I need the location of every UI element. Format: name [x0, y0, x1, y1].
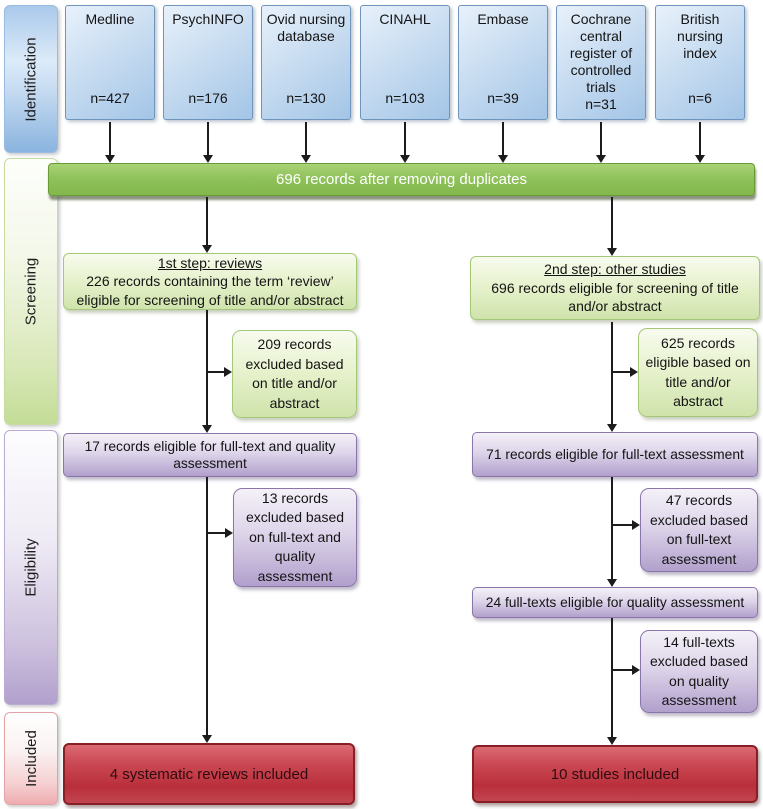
flow-line [502, 122, 504, 155]
source-box-cinahl: CINAHL n=103 [360, 5, 450, 120]
arrowhead-down-icon [607, 737, 617, 745]
source-box-cochrane: Cochrane central register of controlled … [556, 5, 646, 120]
arrowhead-right-icon [632, 665, 640, 675]
flow-line [611, 618, 613, 737]
source-box-ovid: Ovid nursing database n=130 [261, 5, 351, 120]
flow-line [207, 122, 209, 155]
stage-identification: Identification [4, 5, 58, 153]
source-count: n=39 [487, 90, 519, 106]
flow-line [611, 322, 613, 424]
first-step-reviews-box: 1st step: reviews 226 records containing… [63, 253, 357, 310]
source-count: n=31 [585, 96, 617, 112]
excluded-fulltext-box-right: 47 records excluded based on full-text a… [640, 488, 758, 572]
arrowhead-right-icon [632, 520, 640, 530]
first-step-body: 226 records containing the term ‘review’… [76, 273, 344, 308]
stage-eligibility: Eligibility [4, 430, 58, 705]
source-count: n=427 [90, 90, 130, 106]
excluded-title-abstract-label: 209 records excluded based on title and/… [245, 336, 344, 411]
included-label: 4 systematic reviews included [109, 765, 309, 783]
included-label: 10 studies included [550, 765, 680, 783]
source-count: n=130 [286, 90, 326, 106]
arrowhead-down-icon [695, 155, 705, 163]
source-box-medline: Medline n=427 [65, 5, 155, 120]
quality-eligible-label: 24 full-texts eligible for quality asses… [485, 594, 745, 610]
flow-line [612, 371, 630, 373]
arrowhead-down-icon [203, 155, 213, 163]
source-box-embase: Embase n=39 [458, 5, 548, 120]
flow-line [207, 371, 224, 373]
source-name: Cochrane central register of controlled … [569, 11, 633, 95]
arrowhead-down-icon [498, 155, 508, 163]
fulltext-eligible-bar-right: 71 records eligible for full-text assess… [472, 432, 758, 477]
arrowhead-right-icon [224, 367, 232, 377]
stage-label: Included [22, 730, 40, 787]
flow-line [612, 524, 632, 526]
arrowhead-down-icon [607, 248, 617, 256]
stage-screening: Screening [4, 158, 58, 425]
source-count: n=6 [688, 90, 712, 106]
excluded-fulltext-box-left: 13 records excluded based on full-text a… [233, 488, 357, 587]
arrowhead-down-icon [607, 579, 617, 587]
dedup-records-bar: 696 records after removing duplicates [48, 163, 755, 196]
source-name: Ovid nursing database [266, 11, 346, 44]
source-name: CINAHL [379, 11, 431, 27]
source-name: PsychINFO [172, 11, 244, 27]
stage-label: Screening [22, 257, 40, 326]
included-bar-right: 10 studies included [472, 745, 758, 803]
excluded-title-abstract-box-left: 209 records excluded based on title and/… [232, 330, 357, 418]
arrowhead-down-icon [202, 425, 212, 433]
flow-line [206, 310, 208, 425]
flow-line [206, 197, 208, 245]
arrowhead-down-icon [596, 155, 606, 163]
fulltext-eligible-bar-left: 17 records eligible for full-text and qu… [63, 433, 357, 477]
flow-line [600, 122, 602, 155]
stage-label: Eligibility [22, 538, 40, 597]
flow-line [207, 532, 225, 534]
arrowhead-down-icon [202, 735, 212, 743]
source-box-psychinfo: PsychINFO n=176 [163, 5, 253, 120]
flow-line [404, 122, 406, 155]
stage-label: Identification [22, 36, 40, 122]
arrowhead-right-icon [630, 367, 638, 377]
arrowhead-down-icon [105, 155, 115, 163]
source-name: British nursing index [677, 11, 723, 61]
screening-result-box-right: 625 records eligible based on title and/… [638, 328, 758, 417]
excluded-quality-label: 14 full-texts excluded based on quality … [649, 633, 749, 709]
arrowhead-down-icon [607, 424, 617, 432]
second-step-other-studies-box: 2nd step: other studies 696 records elig… [470, 256, 760, 320]
flow-line [611, 197, 613, 248]
fulltext-eligible-label: 71 records eligible for full-text assess… [486, 446, 744, 462]
source-count: n=176 [188, 90, 228, 106]
excluded-fulltext-label: 47 records excluded based on full-text a… [649, 492, 749, 567]
source-box-bni: British nursing index n=6 [655, 5, 745, 120]
arrowhead-down-icon [202, 245, 212, 253]
excluded-quality-box-right: 14 full-texts excluded based on quality … [640, 630, 758, 713]
source-name: Embase [477, 11, 529, 27]
second-step-body: 696 records eligible for screening of ti… [491, 279, 739, 315]
included-bar-left: 4 systematic reviews included [63, 743, 355, 805]
flow-line [305, 122, 307, 155]
first-step-header: 1st step: reviews [157, 254, 263, 271]
stage-included: Included [4, 712, 58, 805]
second-step-header: 2nd step: other studies [544, 261, 686, 278]
dedup-records-label: 696 records after removing duplicates [276, 171, 527, 188]
arrowhead-down-icon [400, 155, 410, 163]
fulltext-eligible-label: 17 records eligible for full-text and qu… [84, 438, 336, 472]
source-name: Medline [85, 11, 135, 27]
flow-line [612, 669, 632, 671]
quality-eligible-bar-right: 24 full-texts eligible for quality asses… [472, 587, 758, 618]
flow-line [206, 477, 208, 735]
arrowhead-down-icon [301, 155, 311, 163]
arrowhead-right-icon [225, 528, 233, 538]
source-count: n=103 [385, 90, 425, 106]
flow-line [611, 477, 613, 579]
flow-line [699, 122, 701, 155]
flow-line [109, 122, 111, 155]
screening-result-label: 625 records eligible based on title and/… [645, 334, 751, 410]
excluded-fulltext-label: 13 records excluded based on full-text a… [245, 489, 345, 584]
